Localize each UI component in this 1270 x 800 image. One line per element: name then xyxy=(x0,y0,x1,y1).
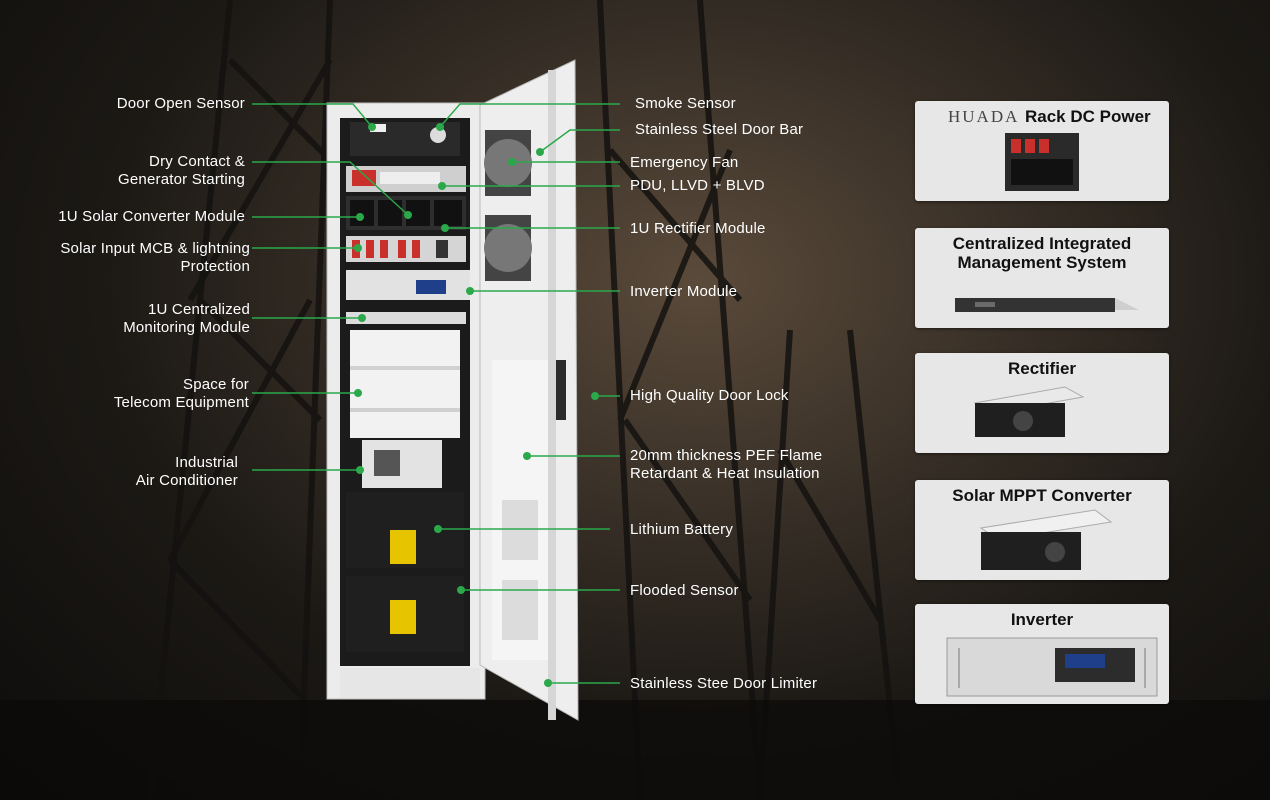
callout-text: Telecom Equipment xyxy=(113,394,249,411)
callout-text: Space for xyxy=(182,376,249,393)
card-title-text: Rack DC Power xyxy=(1025,107,1151,126)
management-system-image xyxy=(955,298,1139,312)
callout-flooded-sensor: Flooded Sensor xyxy=(630,582,739,600)
callout-text: Flooded Sensor xyxy=(630,582,739,599)
callout-text: 1U Centralized xyxy=(147,301,250,318)
callout-door-lock: High Quality Door Lock xyxy=(630,387,789,405)
card-title-text: Management System xyxy=(957,253,1127,272)
callout-centralized-monitoring: 1U Centralized Monitoring Module xyxy=(123,301,250,337)
solar-mppt-image xyxy=(979,509,1113,570)
callout-text: 20mm thickness PEF Flame xyxy=(630,447,823,464)
product-card-solar-mppt: Solar MPPT Converter xyxy=(915,480,1169,580)
callout-lithium-battery: Lithium Battery xyxy=(630,521,733,539)
callout-text: Generator Starting xyxy=(118,171,245,188)
product-card-inverter: Inverter xyxy=(915,604,1169,704)
callout-text: Dry Contact & xyxy=(149,153,245,170)
callout-text: Inverter Module xyxy=(630,283,738,300)
card-title-text: Centralized Integrated xyxy=(952,234,1132,253)
callout-door-limiter: Stainless Stee Door Limiter xyxy=(630,675,817,693)
callout-text: Solar Input MCB & lightning xyxy=(60,240,250,257)
callout-text: Retardant & Heat Insulation xyxy=(630,465,820,482)
card-title-text: Rectifier xyxy=(1007,359,1077,378)
callout-pef-insulation: 20mm thickness PEF Flame Retardant & Hea… xyxy=(630,447,822,483)
callout-telecom-space: Space for Telecom Equipment xyxy=(114,376,249,412)
card-title: Centralized Integrated Management System xyxy=(915,234,1169,272)
callout-text: Emergency Fan xyxy=(630,154,739,171)
card-title: Inverter xyxy=(915,610,1169,629)
brand-logo: HUADA xyxy=(948,107,1020,126)
callout-text: Stainless Stee Door Limiter xyxy=(630,675,818,692)
card-title: Rectifier xyxy=(915,359,1169,378)
callout-text: 1U Rectifier Module xyxy=(630,220,766,237)
callout-dry-contact: Dry Contact & Generator Starting xyxy=(118,153,245,189)
callout-solar-input-mcb: Solar Input MCB & lightning Protection xyxy=(60,240,250,276)
product-card-rectifier: Rectifier xyxy=(915,353,1169,453)
callout-air-conditioner: Industrial Air Conditioner xyxy=(136,454,238,490)
callout-door-bar: Stainless Steel Door Bar xyxy=(635,121,803,139)
callout-emergency-fan: Emergency Fan xyxy=(630,154,738,172)
callout-rectifier-module: 1U Rectifier Module xyxy=(630,220,766,238)
callout-text: Protection xyxy=(180,258,250,275)
inverter-image xyxy=(946,637,1158,697)
callout-door-open-sensor: Door Open Sensor xyxy=(117,95,245,113)
product-card-rack-dc-power: HUADA Rack DC Power xyxy=(915,101,1169,201)
card-title-text: Inverter xyxy=(1010,610,1074,629)
callout-text: Smoke Sensor xyxy=(635,95,736,112)
callout-text: Monitoring Module xyxy=(123,319,250,336)
callout-text: Lithium Battery xyxy=(630,521,734,538)
product-card-management-system: Centralized Integrated Management System xyxy=(915,228,1169,328)
rectifier-image xyxy=(973,386,1085,437)
card-title: Solar MPPT Converter xyxy=(915,486,1169,505)
callout-text: Door Open Sensor xyxy=(116,95,245,112)
callout-inverter-module: Inverter Module xyxy=(630,283,737,301)
rack-dc-power-image xyxy=(1005,133,1079,191)
callout-text: Industrial xyxy=(175,454,238,471)
callout-pdu: PDU, LLVD + BLVD xyxy=(630,177,765,195)
callout-text: 1U Solar Converter Module xyxy=(58,208,245,225)
card-title-text: Solar MPPT Converter xyxy=(952,486,1132,505)
card-title: Rack DC Power xyxy=(1025,107,1169,126)
callout-text: PDU, LLVD + BLVD xyxy=(630,177,765,194)
callout-solar-converter-module: 1U Solar Converter Module xyxy=(58,208,245,226)
callout-smoke-sensor: Smoke Sensor xyxy=(635,95,736,113)
callout-text: High Quality Door Lock xyxy=(630,387,789,404)
callout-text: Stainless Steel Door Bar xyxy=(635,121,804,138)
callout-text: Air Conditioner xyxy=(135,472,238,489)
